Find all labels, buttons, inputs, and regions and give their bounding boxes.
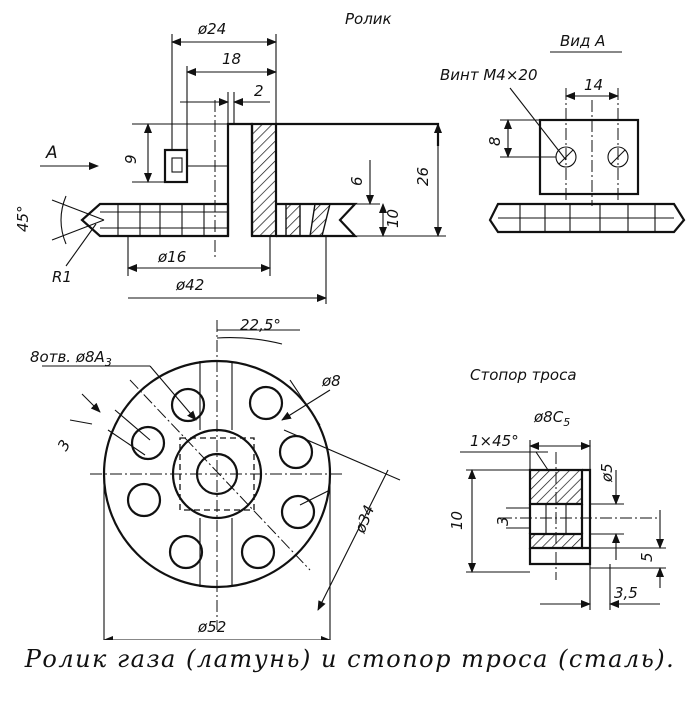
roller-section-view: Ролик А 45° R1 xyxy=(14,10,446,304)
view-a: Вид А Винт М4×20 14 8 xyxy=(440,32,686,234)
dim-14-label: 14 xyxy=(584,76,603,94)
d8-label: ø8 xyxy=(321,372,341,390)
d52-label: ø52 xyxy=(197,618,226,636)
d24-label: ø24 xyxy=(197,20,226,38)
screw-head-right xyxy=(607,146,629,168)
view-a-title: Вид А xyxy=(560,32,605,50)
dim-26-label: 26 xyxy=(414,167,432,186)
roller-left-flange xyxy=(80,202,230,238)
dim-3-label: 3 xyxy=(54,437,74,454)
d16-label: ø16 xyxy=(157,248,186,266)
angle-45-label: 45° xyxy=(14,205,32,232)
chamfer-label: 1×45° xyxy=(470,432,519,450)
screw-label: Винт М4×20 xyxy=(440,66,538,84)
stop-dim-5-label: 5 xyxy=(638,552,656,562)
roller-cable-stop xyxy=(163,148,189,184)
holes-label: 8отв. ø8А3 xyxy=(30,348,112,369)
roller-hub-inner xyxy=(226,122,254,236)
stop-outline xyxy=(528,468,592,550)
hole-8 xyxy=(126,482,162,518)
technical-drawing: Ролик А 45° R1 xyxy=(14,10,686,640)
d34-label: ø34 xyxy=(351,503,379,537)
cable-stop-title: Стопор троса xyxy=(470,366,577,384)
dim-18-label: 18 xyxy=(222,50,241,68)
view-a-flange xyxy=(488,202,686,234)
hole-6 xyxy=(240,534,276,570)
view-a-arrow-label: А xyxy=(45,143,58,163)
dim-9-label: 9 xyxy=(122,154,140,164)
d42-label: ø42 xyxy=(175,276,204,294)
roller-plan-view: 22,5° 8отв. ø8А3 ø8 3 ø34 ø52 xyxy=(30,316,401,640)
roller-top-edge xyxy=(276,122,440,146)
roller-title: Ролик xyxy=(345,10,392,28)
stop-dim-10-label: 10 xyxy=(448,511,466,530)
dim-2-label: 2 xyxy=(254,82,264,100)
stop-dim-35-label: 3,5 xyxy=(614,584,638,602)
dim-6-label: 6 xyxy=(348,176,366,186)
figure-caption: Ролик газа (латунь) и стопор троса (стал… xyxy=(24,645,676,673)
hole-2 xyxy=(170,387,206,423)
d5-label: ø5 xyxy=(598,463,616,483)
dim-10-label: 10 xyxy=(384,209,402,228)
roller-flange-hatch-2 xyxy=(309,203,331,237)
hole-3 xyxy=(248,385,284,421)
hole-5 xyxy=(280,494,316,530)
r1-label: R1 xyxy=(52,268,72,286)
hole-4 xyxy=(278,434,314,470)
roller-flange-hatch-1 xyxy=(285,203,301,237)
dim-8-label: 8 xyxy=(486,136,504,146)
d8c-label: ø8С5 xyxy=(533,408,570,429)
stop-dim-3-label: 3 xyxy=(494,516,512,526)
cable-stop-view: Стопор троса ø8С5 1×45° ø5 10 3 xyxy=(448,366,666,610)
angle-22-label: 22,5° xyxy=(240,316,281,334)
stop-shank xyxy=(528,548,592,566)
roller-hub-hatched xyxy=(250,122,278,238)
hole-1 xyxy=(130,425,166,461)
hole-7 xyxy=(168,534,204,570)
